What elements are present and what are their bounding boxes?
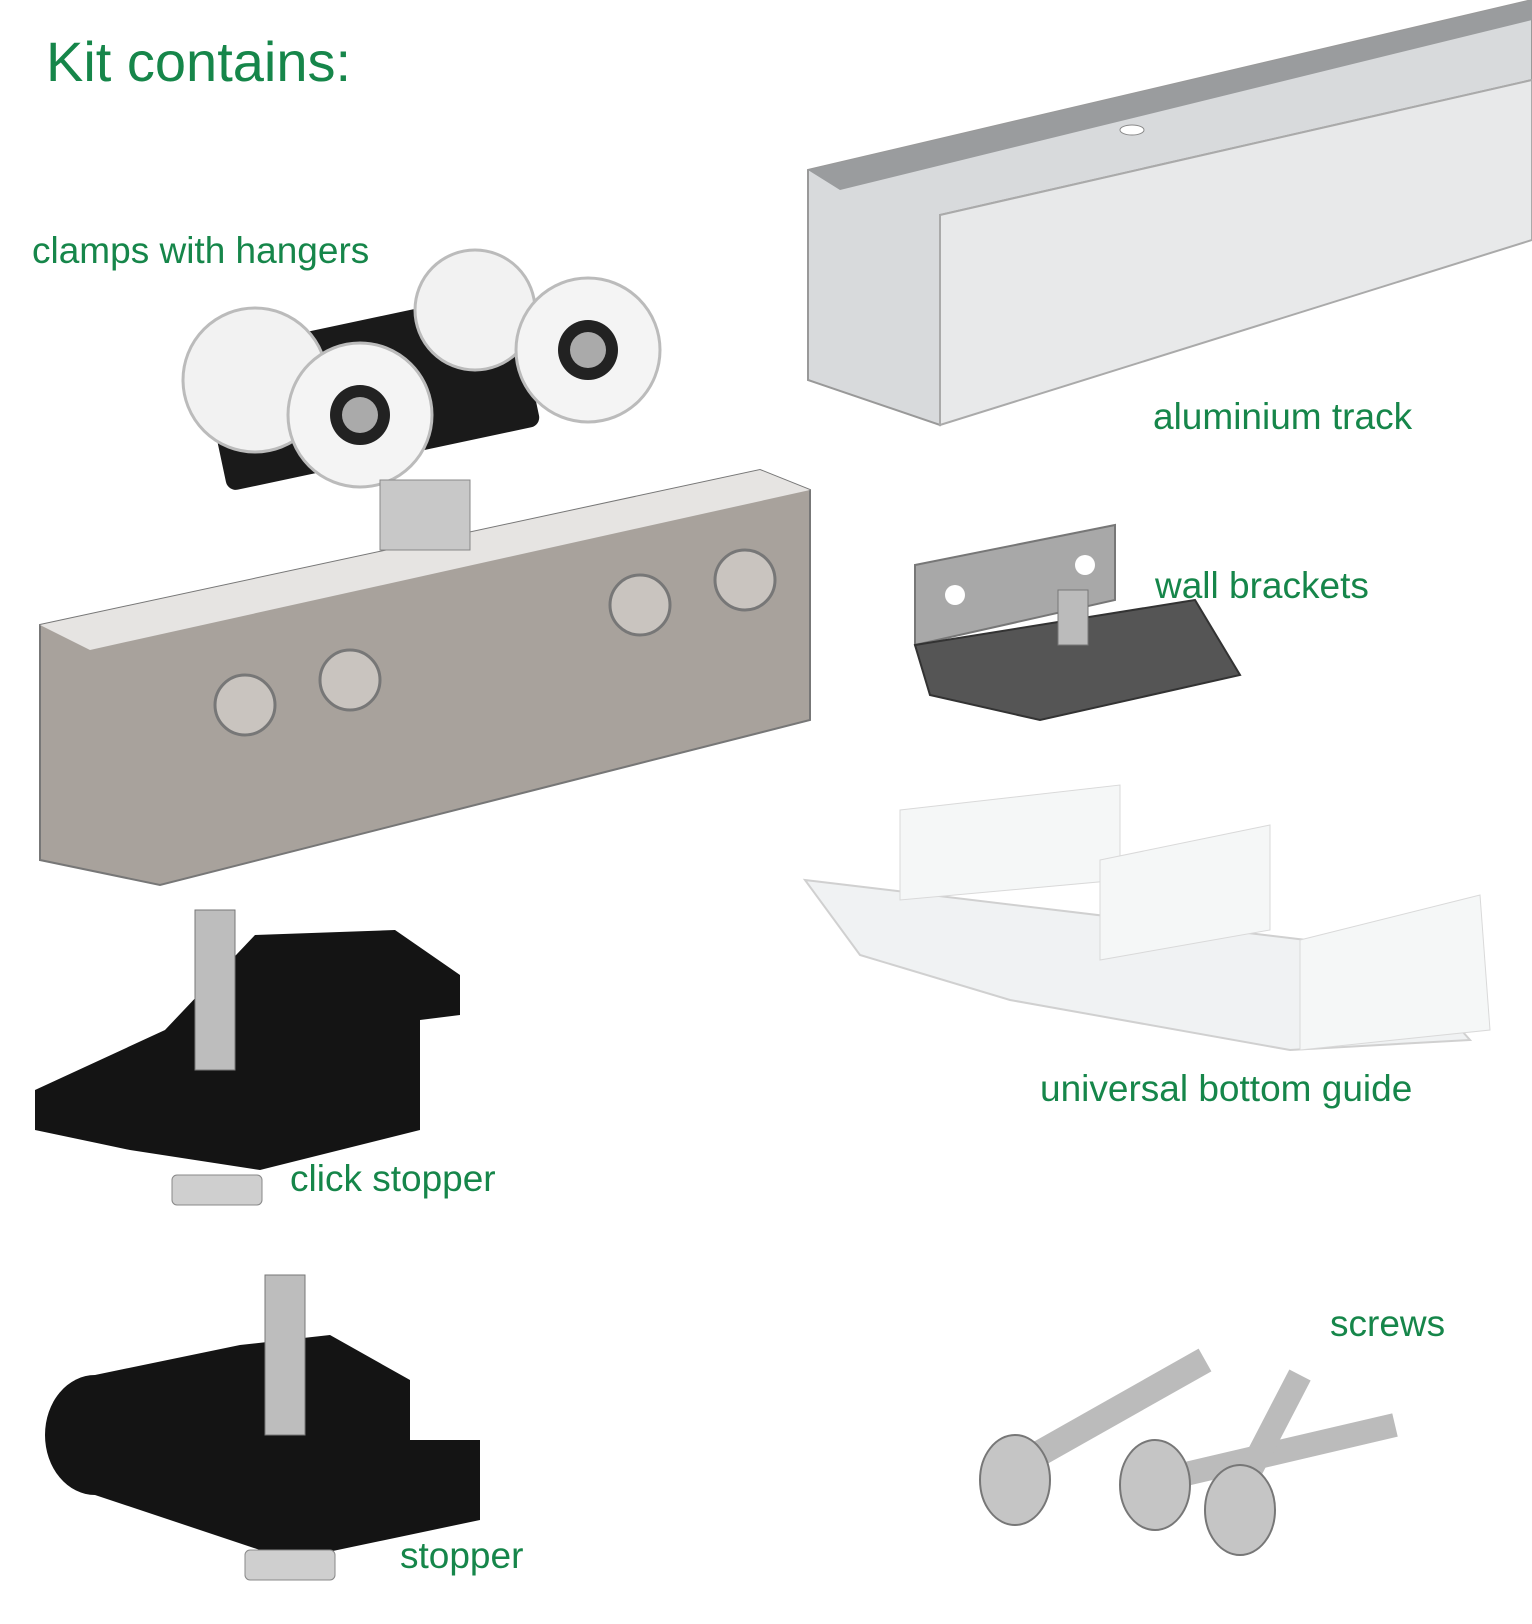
label-click-stopper: click stopper [290, 1158, 496, 1199]
screws-image [979, 1348, 1398, 1556]
label-aluminium-track: aluminium track [1153, 396, 1413, 437]
label-wall-brackets: wall brackets [1155, 565, 1369, 606]
wall-bracket-image [913, 523, 1242, 722]
kit-title: Kit contains: [46, 30, 352, 93]
stopper-image [45, 1274, 480, 1581]
click-stopper-image [35, 909, 460, 1206]
label-universal-bottom-guide: universal bottom guide [1040, 1068, 1413, 1109]
label-clamps-with-hangers: clamps with hangers [32, 230, 370, 271]
aluminium-track-image [807, 0, 1532, 427]
label-stopper: stopper [400, 1535, 524, 1576]
clamp-with-hangers-image [39, 248, 811, 887]
universal-bottom-guide-image [802, 784, 1491, 1052]
label-screws: screws [1330, 1303, 1446, 1344]
